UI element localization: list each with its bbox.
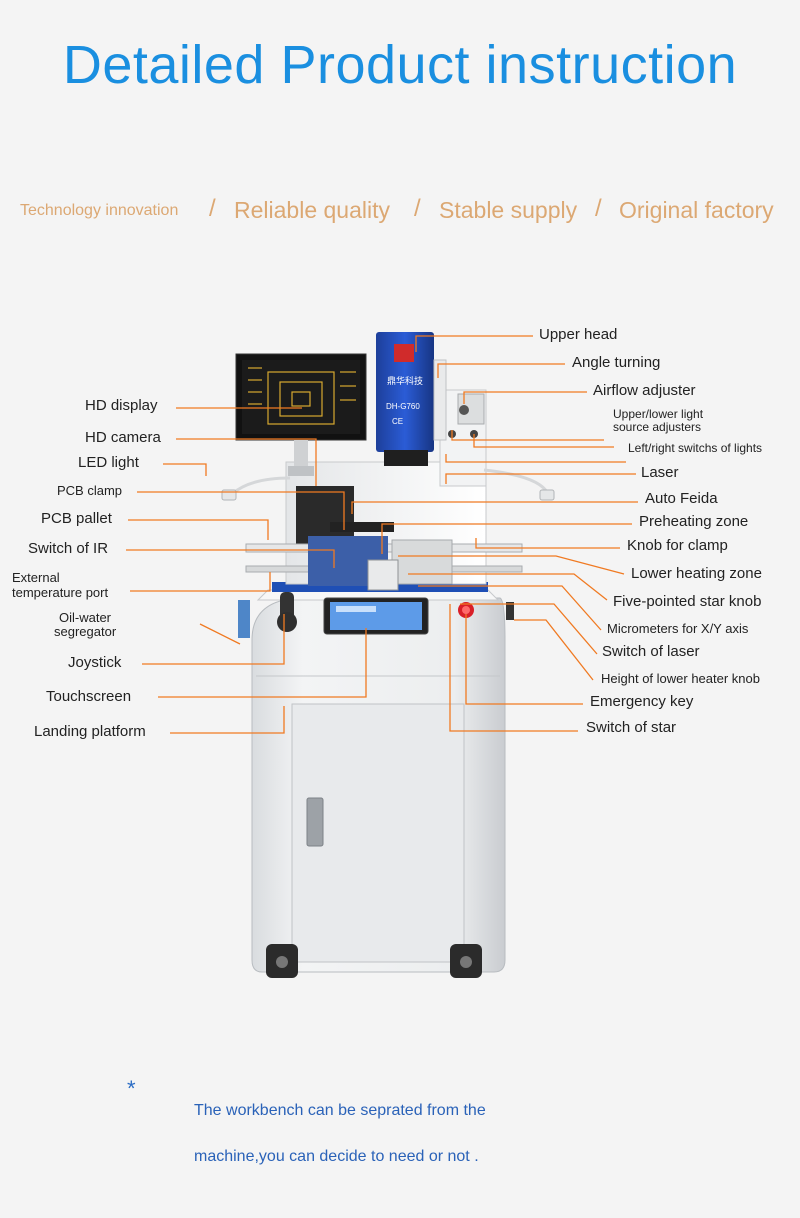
label-joystick: Joystick — [68, 654, 122, 671]
label-emergency-key: Emergency key — [590, 693, 694, 710]
label-preheating-zone: Preheating zone — [639, 513, 749, 530]
tagline: Technology innovation / Reliable quality… — [0, 195, 800, 225]
note-line-2: machine,you can decide to need or not . — [194, 1148, 479, 1165]
label-lr-switch: Left/right switchs of lights — [628, 441, 763, 455]
label-touchscreen: Touchscreen — [46, 688, 132, 705]
door-handle — [306, 797, 324, 847]
label-oil-water-2: segregator — [54, 624, 117, 639]
tagline-item-2: Reliable quality — [234, 197, 390, 223]
label-switch-laser: Switch of laser — [602, 643, 700, 660]
tagline-item-4: Original factory — [619, 197, 774, 223]
note-asterisk: * — [127, 1076, 136, 1101]
label-angle-turning: Angle turning — [572, 354, 661, 371]
model-text: DH-G760 — [386, 402, 420, 411]
label-airflow-adjuster: Airflow adjuster — [593, 382, 696, 399]
page-title: Detailed Product instruction — [62, 35, 738, 95]
leader-lines — [126, 335, 638, 734]
brand-cn-text: 鼎华科技 — [387, 376, 424, 386]
label-knob-clamp: Knob for clamp — [627, 537, 728, 554]
upper-head-body — [376, 332, 434, 452]
label-pcb-pallet: PCB pallet — [41, 510, 112, 527]
label-hd-display: HD display — [85, 397, 158, 414]
label-laser: Laser — [641, 464, 679, 481]
label-upper-head: Upper head — [539, 326, 618, 343]
label-landing-platform: Landing platform — [34, 723, 146, 740]
separator-slash: / — [414, 195, 421, 222]
label-micrometers: Micrometers for X/Y axis — [607, 621, 749, 636]
label-auto-feida: Auto Feida — [645, 490, 718, 507]
label-hd-camera: HD camera — [85, 429, 161, 446]
label-lower-heater-height: Height of lower heater knob — [601, 671, 760, 686]
label-external-temp-2: temperature port — [12, 585, 109, 600]
label-light-adjusters-1: Upper/lower light — [613, 407, 704, 421]
label-oil-water-1: Oil-water — [59, 610, 112, 625]
label-switch-ir: Switch of IR — [28, 540, 109, 557]
label-switch-star: Switch of star — [586, 719, 677, 736]
ce-badge: CE — [392, 417, 404, 426]
note-line-1: The workbench can be seprated from the — [194, 1102, 486, 1119]
separator-slash: / — [595, 195, 602, 222]
tagline-item-1: Technology innovation — [20, 202, 179, 219]
tagline-item-3: Stable supply — [439, 197, 578, 223]
label-star-knob: Five-pointed star knob — [613, 593, 762, 610]
label-lower-heating-zone: Lower heating zone — [631, 565, 762, 582]
label-pcb-clamp: PCB clamp — [57, 483, 123, 498]
label-led-light: LED light — [78, 454, 139, 471]
separator-slash: / — [209, 195, 216, 222]
label-light-adjusters-2: source adjusters — [613, 420, 702, 434]
label-external-temp-1: External — [12, 570, 60, 585]
